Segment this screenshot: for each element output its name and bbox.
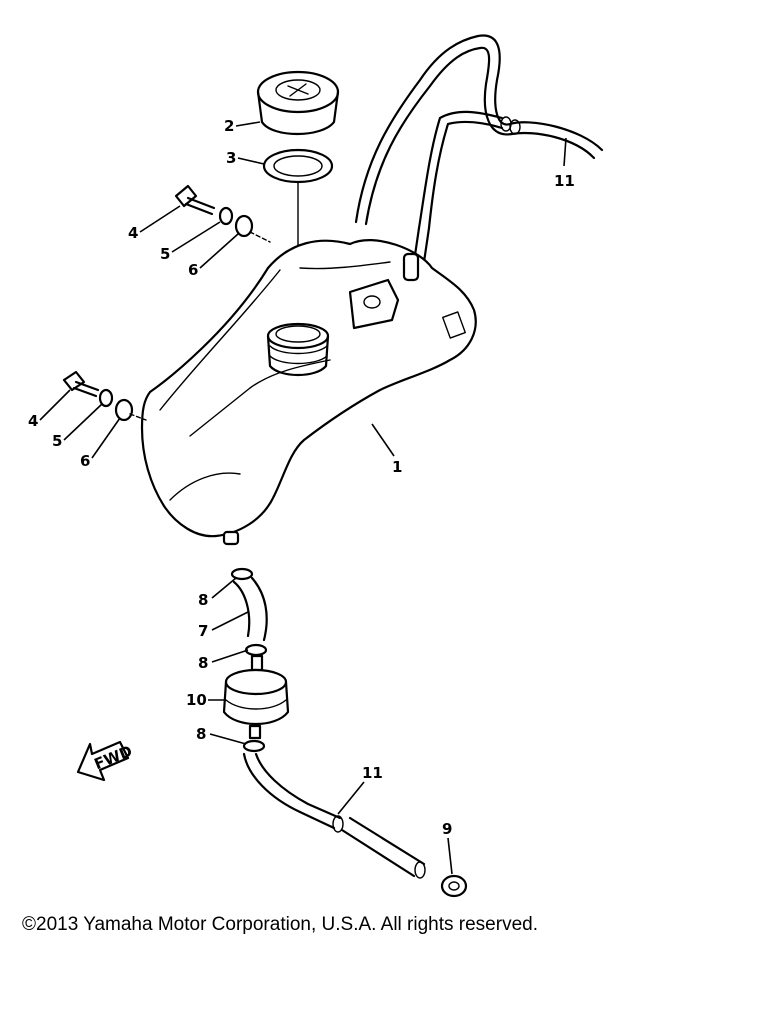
lower-mount-hardware-drawing [62, 370, 147, 422]
callout-hose-clamp: 9 [442, 820, 452, 838]
fuel-filter-drawing [222, 654, 290, 753]
callout-clip-bottom: 8 [196, 725, 206, 743]
callout-tank: 1 [392, 458, 402, 476]
upper-mount-hardware-drawing [174, 184, 271, 243]
callout-breather-hose: 11 [554, 172, 575, 190]
fuel-hose-drawing [230, 567, 268, 657]
callout-fuel-pipe-lower: 11 [362, 764, 383, 782]
callout-damper-upper: 6 [188, 261, 198, 279]
callout-bolt-upper: 4 [128, 224, 138, 242]
callout-clip-top: 8 [198, 591, 208, 609]
callout-cap: 2 [224, 117, 234, 135]
hose-clamp-drawing [440, 874, 468, 898]
lower-fuel-pipe-drawing [242, 752, 426, 879]
callout-damper-lower: 6 [80, 452, 90, 470]
forward-direction-arrow: FWD [76, 740, 135, 782]
callout-clip-mid: 8 [198, 654, 208, 672]
callout-bolt-lower: 4 [28, 412, 38, 430]
cap-gasket-drawing [262, 148, 334, 184]
callout-washer-lower: 5 [52, 432, 62, 450]
breather-hose-drawing [354, 34, 604, 264]
copyright-notice: ©2013 Yamaha Motor Corporation, U.S.A. A… [22, 914, 538, 935]
tank-cap-drawing [256, 70, 340, 136]
callout-fuel-filter: 10 [186, 691, 207, 709]
callouts: 1 2 3 4 5 6 4 5 6 8 7 8 10 8 11 11 9 [28, 117, 575, 875]
fuel-tank-drawing [140, 239, 477, 546]
callout-fuel-hose: 7 [198, 622, 208, 640]
callout-washer-upper: 5 [160, 245, 170, 263]
fuel-tank-exploded-diagram: FWD 1 2 3 4 5 6 4 5 6 8 7 8 10 8 11 [28, 34, 604, 898]
callout-cap-gasket: 3 [226, 149, 236, 167]
